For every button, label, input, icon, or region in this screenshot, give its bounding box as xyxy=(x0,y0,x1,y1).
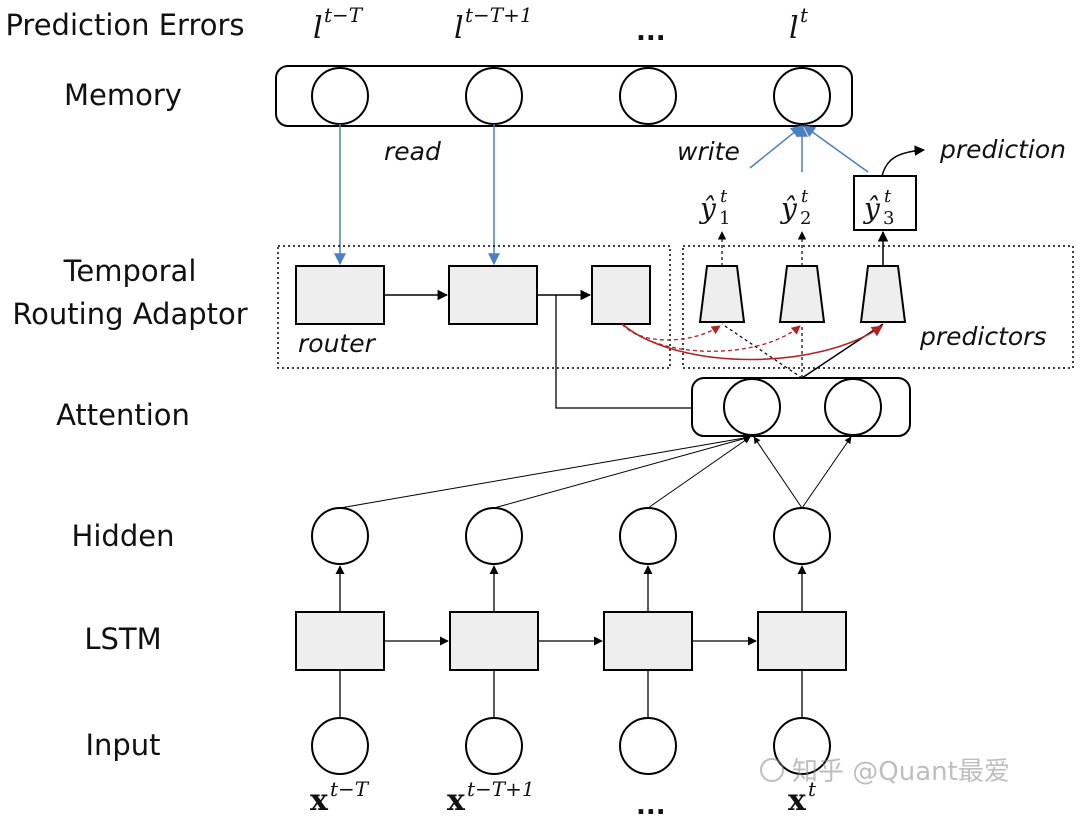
routing-arrow-2 xyxy=(621,323,801,352)
lstm-cell-1 xyxy=(295,611,385,671)
row-label-input: Input xyxy=(85,728,161,762)
memory-cell-4 xyxy=(773,67,831,125)
svg-text:x: x xyxy=(310,783,329,818)
row-label-hidden: Hidden xyxy=(71,519,175,553)
input-cell-3 xyxy=(619,717,677,775)
prediction-label: prediction xyxy=(939,135,1066,164)
error-label-ellipsis: ... xyxy=(636,17,666,47)
attention-cell-1 xyxy=(723,378,781,436)
predictor-1 xyxy=(698,265,746,323)
watermark-logo-icon xyxy=(760,758,784,782)
memory-cell-1 xyxy=(311,67,369,125)
lstm-cell-2 xyxy=(449,611,539,671)
routing-arrow-3 xyxy=(621,323,883,361)
input-label-ellipsis: ... xyxy=(636,791,666,820)
row-label-tra-line2: Routing Adaptor xyxy=(12,297,248,331)
row-label-memory: Memory xyxy=(64,78,182,112)
input-cell-1 xyxy=(311,717,369,775)
attention-to-predictor-3 xyxy=(801,323,884,379)
memory-cell-3 xyxy=(619,67,677,125)
svg-text:l: l xyxy=(313,11,323,46)
output-y2: ŷ t 2 xyxy=(779,186,811,229)
error-label-last: l t xyxy=(789,3,809,46)
svg-text:l: l xyxy=(454,11,464,46)
hidden-2-to-attention xyxy=(493,435,751,509)
input-label-first: x t−T xyxy=(310,777,370,818)
predictors-label: predictors xyxy=(919,322,1047,351)
output-y3: ŷ t 3 xyxy=(862,186,894,229)
attention-to-predictor-1 xyxy=(721,323,803,379)
row-label-attention: Attention xyxy=(56,398,190,432)
svg-text:t: t xyxy=(720,186,728,207)
router-box-3 xyxy=(591,265,651,325)
hidden-3-to-attention xyxy=(647,436,751,509)
hidden-cell-4 xyxy=(773,507,831,565)
svg-text:t: t xyxy=(801,186,809,207)
hidden-cell-3 xyxy=(619,507,677,565)
svg-text:ŷ: ŷ xyxy=(862,192,881,225)
final-prediction-box xyxy=(853,175,917,231)
router-label: router xyxy=(298,329,377,358)
svg-text:t−T: t−T xyxy=(330,777,370,801)
write-arrow-1 xyxy=(749,125,803,169)
svg-text:ŷ: ŷ xyxy=(698,192,717,225)
error-label-second: l t−T+1 xyxy=(454,3,533,46)
svg-text:l: l xyxy=(789,11,799,46)
svg-text:t−T+1: t−T+1 xyxy=(467,777,535,801)
hidden-4-to-attention-2 xyxy=(801,436,852,509)
row-label-prediction-errors: Prediction Errors xyxy=(5,8,245,42)
svg-text:x: x xyxy=(447,783,466,818)
row-label-tra-line1: Temporal xyxy=(63,254,197,288)
router-box-2 xyxy=(448,265,538,325)
hidden-1-to-attention xyxy=(339,434,751,509)
attention-cell-2 xyxy=(824,378,882,436)
memory-bar xyxy=(275,65,853,127)
memory-cell-2 xyxy=(465,67,523,125)
svg-text:2: 2 xyxy=(800,208,811,229)
write-arrow-3 xyxy=(803,125,869,173)
hidden-cell-2 xyxy=(465,507,523,565)
svg-text:t−T: t−T xyxy=(324,3,364,27)
svg-text:知乎 @Quant最爱: 知乎 @Quant最爱 xyxy=(792,757,1010,787)
input-label-last: x t xyxy=(788,777,817,818)
svg-text:x: x xyxy=(788,783,807,818)
svg-text:1: 1 xyxy=(719,208,730,229)
router-box-1 xyxy=(295,265,385,325)
svg-text:3: 3 xyxy=(883,208,894,229)
hidden-cell-1 xyxy=(311,507,369,565)
svg-text:t−T+1: t−T+1 xyxy=(465,3,533,27)
predictor-3 xyxy=(859,265,907,323)
error-label-first: l t−T xyxy=(313,3,364,46)
router-region xyxy=(277,245,671,369)
row-label-lstm: LSTM xyxy=(84,622,162,656)
svg-text:ŷ: ŷ xyxy=(779,192,798,225)
read-label: read xyxy=(384,137,441,166)
svg-text:t: t xyxy=(808,777,817,801)
predictor-2 xyxy=(778,265,826,323)
lstm-cell-4 xyxy=(757,611,847,671)
prediction-arrow xyxy=(881,145,926,177)
input-cell-4 xyxy=(773,717,831,775)
output-y1: ŷ t 1 xyxy=(698,186,730,229)
watermark: 知乎 @Quant最爱 xyxy=(760,757,1010,787)
routing-arrow-1 xyxy=(621,323,721,341)
write-label: write xyxy=(677,137,740,166)
hidden-4-to-attention-1 xyxy=(753,436,803,509)
lstm-cell-3 xyxy=(603,611,693,671)
router-attention-connector xyxy=(555,295,692,409)
svg-text:t: t xyxy=(884,186,892,207)
input-label-second: x t−T+1 xyxy=(447,777,535,818)
svg-text:t: t xyxy=(800,3,809,27)
predictors-region xyxy=(682,245,1074,369)
input-cell-2 xyxy=(465,717,523,775)
